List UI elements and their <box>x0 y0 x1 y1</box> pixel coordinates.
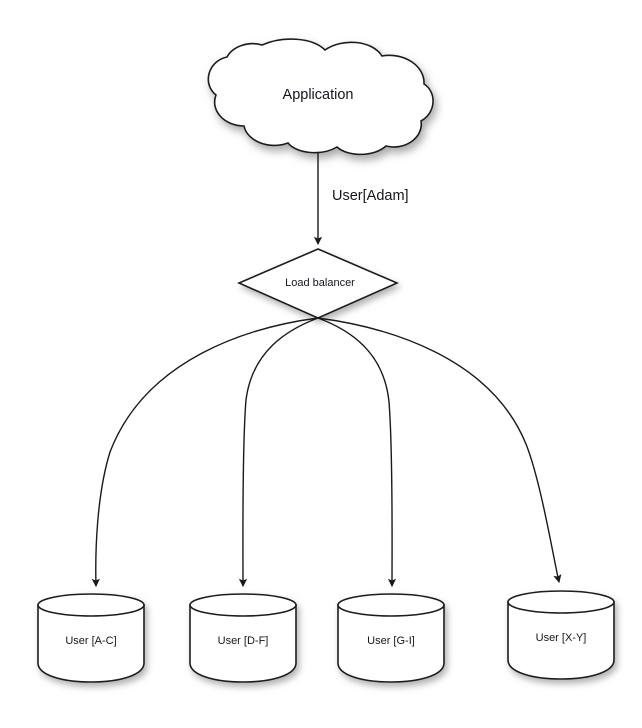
node-load-balancer[interactable]: Load balancer <box>237 248 399 319</box>
database-label: User [G-I] <box>367 635 415 647</box>
cloud-icon <box>207 38 434 156</box>
database-icon <box>189 593 297 683</box>
node-database-0[interactable]: User [A-C] <box>37 593 145 683</box>
database-label: User [D-F] <box>218 635 269 647</box>
node-database-3[interactable]: User [X-Y] <box>507 590 615 680</box>
node-database-1[interactable]: User [D-F] <box>189 593 297 683</box>
node-database-2[interactable]: User [G-I] <box>337 593 445 683</box>
edge-app-to-balancer: User[Adam] <box>313 152 409 246</box>
diamond-label: Load balancer <box>285 277 355 289</box>
edges-balancer-to-databases <box>91 317 562 588</box>
edge-balancer-to-db-0 <box>91 317 319 588</box>
node-application[interactable]: Application <box>207 38 434 156</box>
database-label: User [X-Y] <box>536 632 587 644</box>
edge-label-user-adam: User[Adam] <box>332 188 409 204</box>
edge-balancer-to-db-1 <box>238 317 319 588</box>
edge-balancer-to-db-3 <box>317 317 562 584</box>
database-icon <box>507 590 615 680</box>
cloud-label: Application <box>283 87 354 103</box>
database-label: User [A-C] <box>65 635 116 647</box>
database-icon <box>37 593 145 683</box>
edge-balancer-to-db-2 <box>317 317 397 588</box>
database-icon <box>337 593 445 683</box>
